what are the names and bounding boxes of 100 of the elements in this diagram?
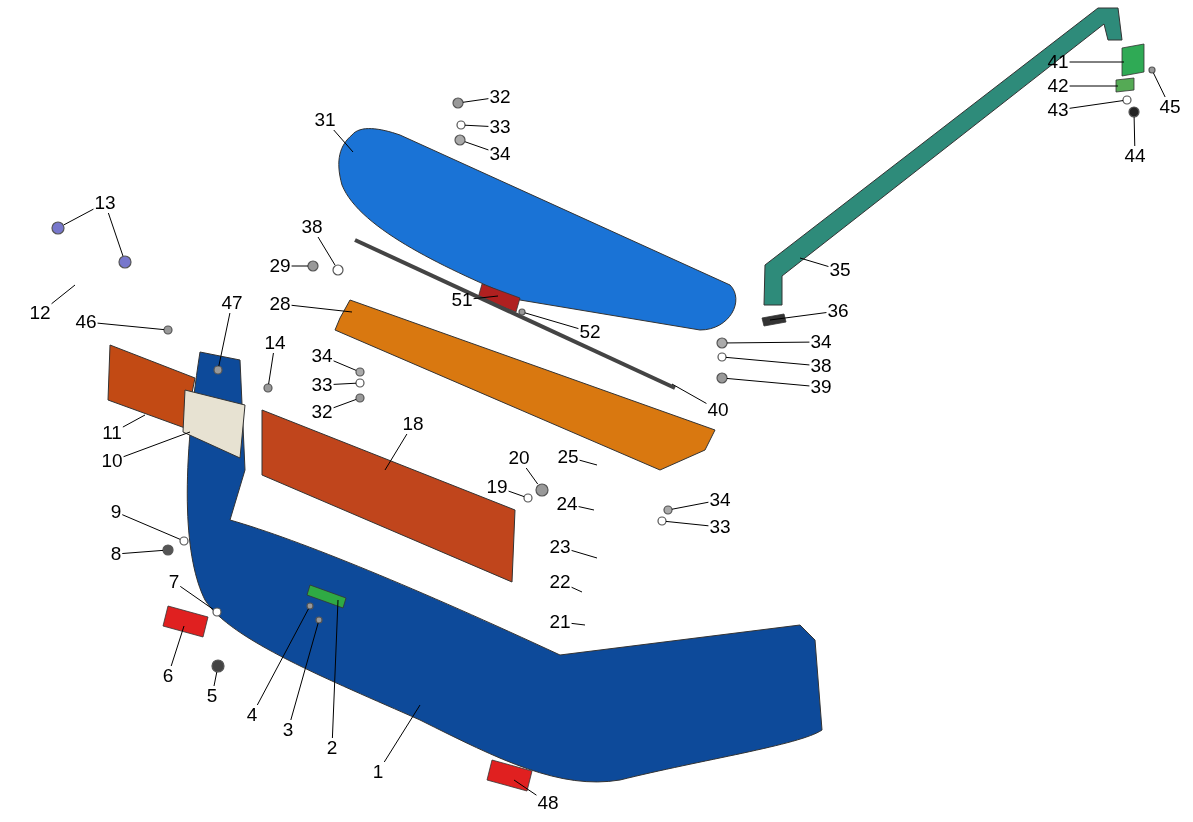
callout-number: 7	[167, 572, 181, 592]
leader-line	[464, 124, 489, 127]
leader-line	[578, 506, 595, 511]
callout-number: 43	[1046, 100, 1070, 120]
nut-plate	[663, 505, 673, 515]
leader-line	[107, 212, 124, 257]
leader-line	[122, 414, 146, 428]
callout-number: 18	[401, 414, 425, 434]
callout-number: 11	[101, 423, 123, 443]
callout-number: 1	[371, 762, 385, 782]
callout-number: 6	[161, 666, 175, 686]
callout-number: 4	[245, 705, 259, 725]
callout-number: 42	[1046, 76, 1070, 96]
callout-number: 36	[826, 301, 850, 321]
callout-number: 9	[109, 502, 123, 522]
leader-line	[513, 779, 537, 796]
callout-number: 51	[450, 290, 474, 310]
washer	[332, 264, 344, 276]
seal-strip	[354, 238, 676, 390]
plug	[118, 255, 132, 269]
mounting-plate	[1115, 77, 1135, 93]
washer	[657, 516, 667, 526]
washer	[523, 493, 533, 503]
callout-number: 29	[268, 256, 292, 276]
leader-line	[1152, 72, 1166, 98]
leader-line	[179, 585, 214, 610]
leader-line	[665, 520, 709, 527]
gasket	[761, 313, 787, 327]
washer	[1122, 95, 1132, 105]
callout-number: 33	[708, 517, 732, 537]
washer	[179, 536, 189, 546]
callout-number: 34	[310, 346, 334, 366]
leader-line	[218, 312, 231, 367]
leader-line	[123, 431, 191, 458]
callout-number: 52	[578, 322, 602, 342]
leader-line	[213, 671, 218, 687]
callout-number: 3	[281, 720, 295, 740]
reflector	[486, 759, 533, 792]
nut-plate	[716, 337, 728, 349]
callout-number: 33	[310, 375, 334, 395]
bolt	[162, 544, 174, 556]
plug	[51, 221, 65, 235]
nut	[211, 659, 225, 673]
bolt	[355, 393, 365, 403]
leader-line	[579, 459, 598, 466]
callout-number: 39	[809, 377, 833, 397]
washer	[456, 120, 466, 130]
nut-plate	[454, 134, 466, 146]
callout-number: 32	[310, 402, 334, 422]
leader-line	[464, 141, 489, 151]
leader-line	[121, 549, 164, 554]
callout-number: 8	[109, 544, 123, 564]
callout-number: 22	[548, 572, 572, 592]
leader-line	[290, 622, 319, 721]
leader-line	[51, 284, 76, 305]
nut	[535, 483, 549, 497]
mounting-clip	[1121, 43, 1145, 77]
leader-line	[121, 514, 181, 540]
screw	[263, 383, 273, 393]
leader-line	[333, 360, 357, 371]
rubber-pad	[1128, 106, 1140, 118]
callout-number: 46	[74, 312, 98, 332]
callout-number: 34	[708, 490, 732, 510]
leader-line	[383, 704, 421, 763]
callout-number: 20	[507, 448, 531, 468]
callout-number: 21	[548, 612, 572, 632]
leader-line	[268, 352, 274, 385]
bolt	[307, 260, 319, 272]
callout-number: 14	[263, 333, 287, 353]
leader-line	[571, 622, 586, 626]
reflector	[162, 605, 209, 638]
callout-number: 40	[706, 400, 730, 420]
leader-line	[571, 586, 583, 593]
callout-number: 10	[100, 451, 124, 471]
leader-line	[725, 356, 810, 366]
callout-number: 32	[488, 87, 512, 107]
callout-number: 35	[828, 260, 852, 280]
callout-number: 48	[536, 793, 560, 813]
leader-line	[726, 377, 810, 387]
screw	[163, 325, 173, 335]
callout-number: 47	[220, 293, 244, 313]
leader-line	[1069, 61, 1125, 63]
callout-number: 44	[1123, 146, 1147, 166]
leader-line	[333, 382, 357, 385]
leader-line	[799, 257, 829, 268]
leader-line	[317, 236, 336, 266]
roof-rail	[763, 7, 1123, 306]
callout-number: 34	[809, 332, 833, 352]
leader-line	[525, 467, 539, 485]
callout-number: 13	[93, 193, 117, 213]
bolt	[452, 97, 464, 109]
callout-number: 25	[556, 447, 580, 467]
washer	[717, 352, 727, 362]
callout-number: 28	[268, 294, 292, 314]
callout-number: 45	[1158, 97, 1182, 117]
leader-line	[63, 208, 94, 226]
leader-line	[256, 608, 309, 706]
callout-number: 38	[809, 356, 833, 376]
leader-line	[291, 304, 353, 313]
leader-line	[462, 98, 489, 103]
